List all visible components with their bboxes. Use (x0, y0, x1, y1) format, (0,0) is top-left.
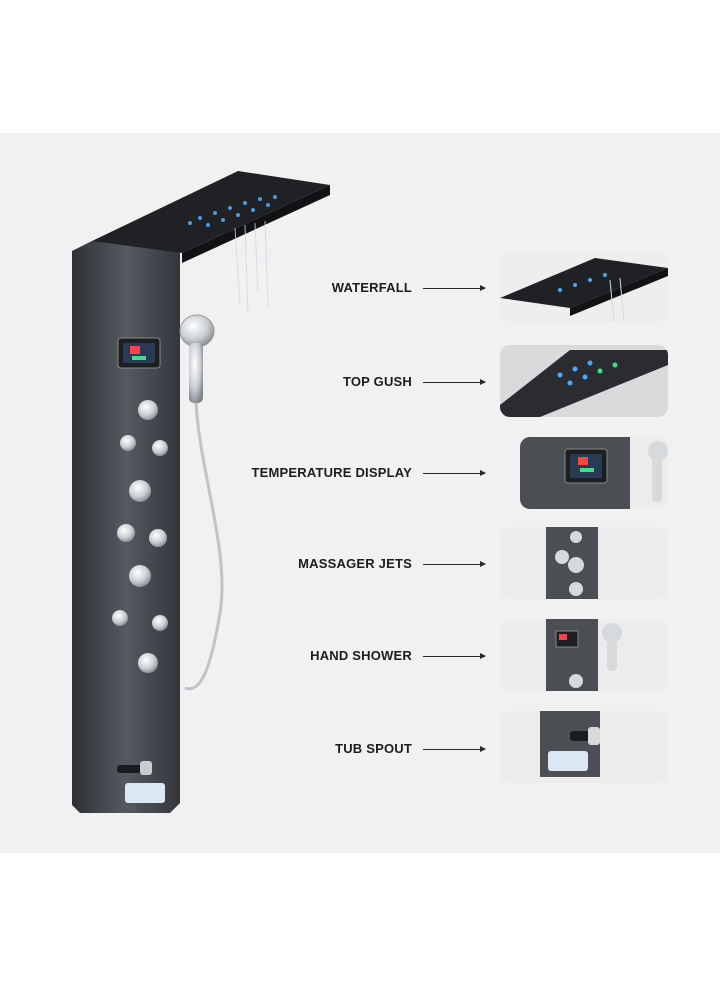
arrow-temperature-display (423, 470, 486, 476)
product-image-stage: WATERFALL TOP GUSH TEMPERATURE DISPLAY M… (0, 133, 720, 853)
feature-label-tub-spout: TUB SPOUT (335, 741, 412, 756)
massager-jets-thumbnail (500, 527, 668, 599)
arrow-hand-shower (423, 653, 486, 659)
temperature-display-thumbnail (520, 437, 668, 509)
arrow-top-gush (423, 379, 486, 385)
arrow-tub-spout (423, 746, 486, 752)
hand-shower-thumbnail (500, 619, 668, 691)
feature-label-top-gush: TOP GUSH (342, 374, 412, 389)
feature-label-hand-shower: HAND SHOWER (310, 648, 412, 663)
shower-panel-illustration (72, 171, 330, 813)
waterfall-thumbnail (500, 250, 668, 322)
tub-spout-thumbnail (500, 711, 668, 783)
feature-label-waterfall: WATERFALL (331, 280, 412, 295)
feature-label-temperature-display: TEMPERATURE DISPLAY (251, 465, 412, 480)
arrow-massager-jets (423, 561, 486, 567)
arrow-waterfall (423, 285, 486, 291)
feature-label-massager-jets: MASSAGER JETS (298, 556, 412, 571)
top-gush-thumbnail (500, 345, 668, 417)
